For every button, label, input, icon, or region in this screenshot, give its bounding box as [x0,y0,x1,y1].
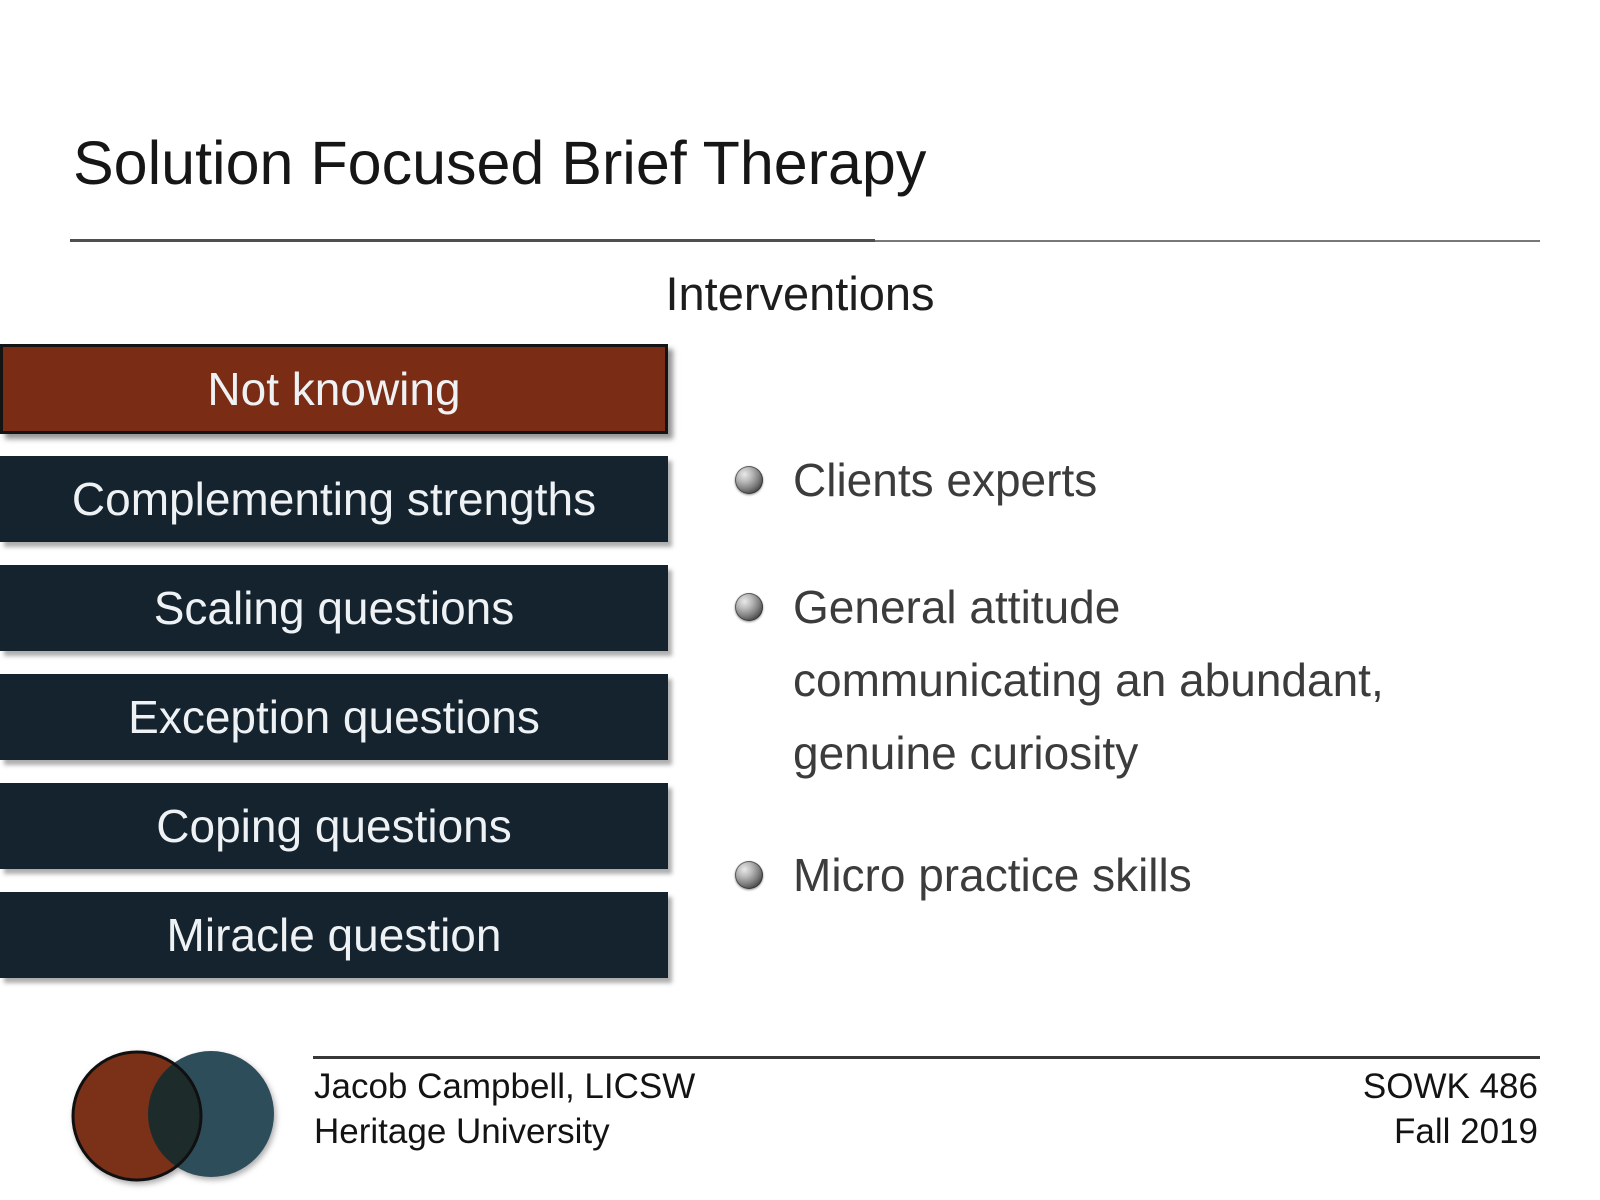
bullet-text: Micro practice skills [793,849,1192,901]
intervention-box-complementing-strengths: Complementing strengths [0,456,668,542]
section-heading: Interventions [665,267,935,320]
footer-divider [313,1056,1540,1059]
logo-overlap-region [148,1052,201,1177]
sphere-bullet-icon [735,466,763,494]
intervention-label: Scaling questions [153,582,515,634]
list-item: Clients experts [735,444,1525,517]
footer-term: Fall 2019 [1394,1112,1538,1151]
title-underline-left [70,239,875,242]
footer-attribution: Jacob Campbell, LICSW Heritage Universit… [314,1064,695,1154]
list-item: General attitude communicating an abunda… [735,571,1525,790]
footer-institution: Heritage University [314,1112,610,1151]
slide-title: Solution Focused Brief Therapy [73,129,927,197]
sphere-bullet-icon [735,861,763,889]
intervention-box-exception-questions: Exception questions [0,674,668,760]
overlapping-circles-logo [71,1050,274,1182]
footer-course: SOWK 486 [1362,1067,1538,1106]
list-item: Micro practice skills [735,839,1525,912]
intervention-box-coping-questions: Coping questions [0,783,668,869]
bullet-text: Clients experts [793,454,1098,506]
bullet-text: General attitude communicating an abunda… [793,581,1384,779]
intervention-box-miracle-question: Miracle question [0,892,668,978]
intervention-label: Not knowing [207,363,461,415]
footer-author: Jacob Campbell, LICSW [314,1067,696,1106]
intervention-label: Complementing strengths [71,473,597,525]
intervention-label: Exception questions [128,691,540,743]
intervention-label: Coping questions [156,800,512,852]
intervention-box-scaling-questions: Scaling questions [0,565,668,651]
footer-course-info: SOWK 486 Fall 2019 [1363,1064,1538,1154]
intervention-label: Miracle question [166,909,502,961]
intervention-box-not-knowing: Not knowing [0,344,668,434]
title-underline-right [875,240,1540,242]
sphere-bullet-icon [735,593,763,621]
